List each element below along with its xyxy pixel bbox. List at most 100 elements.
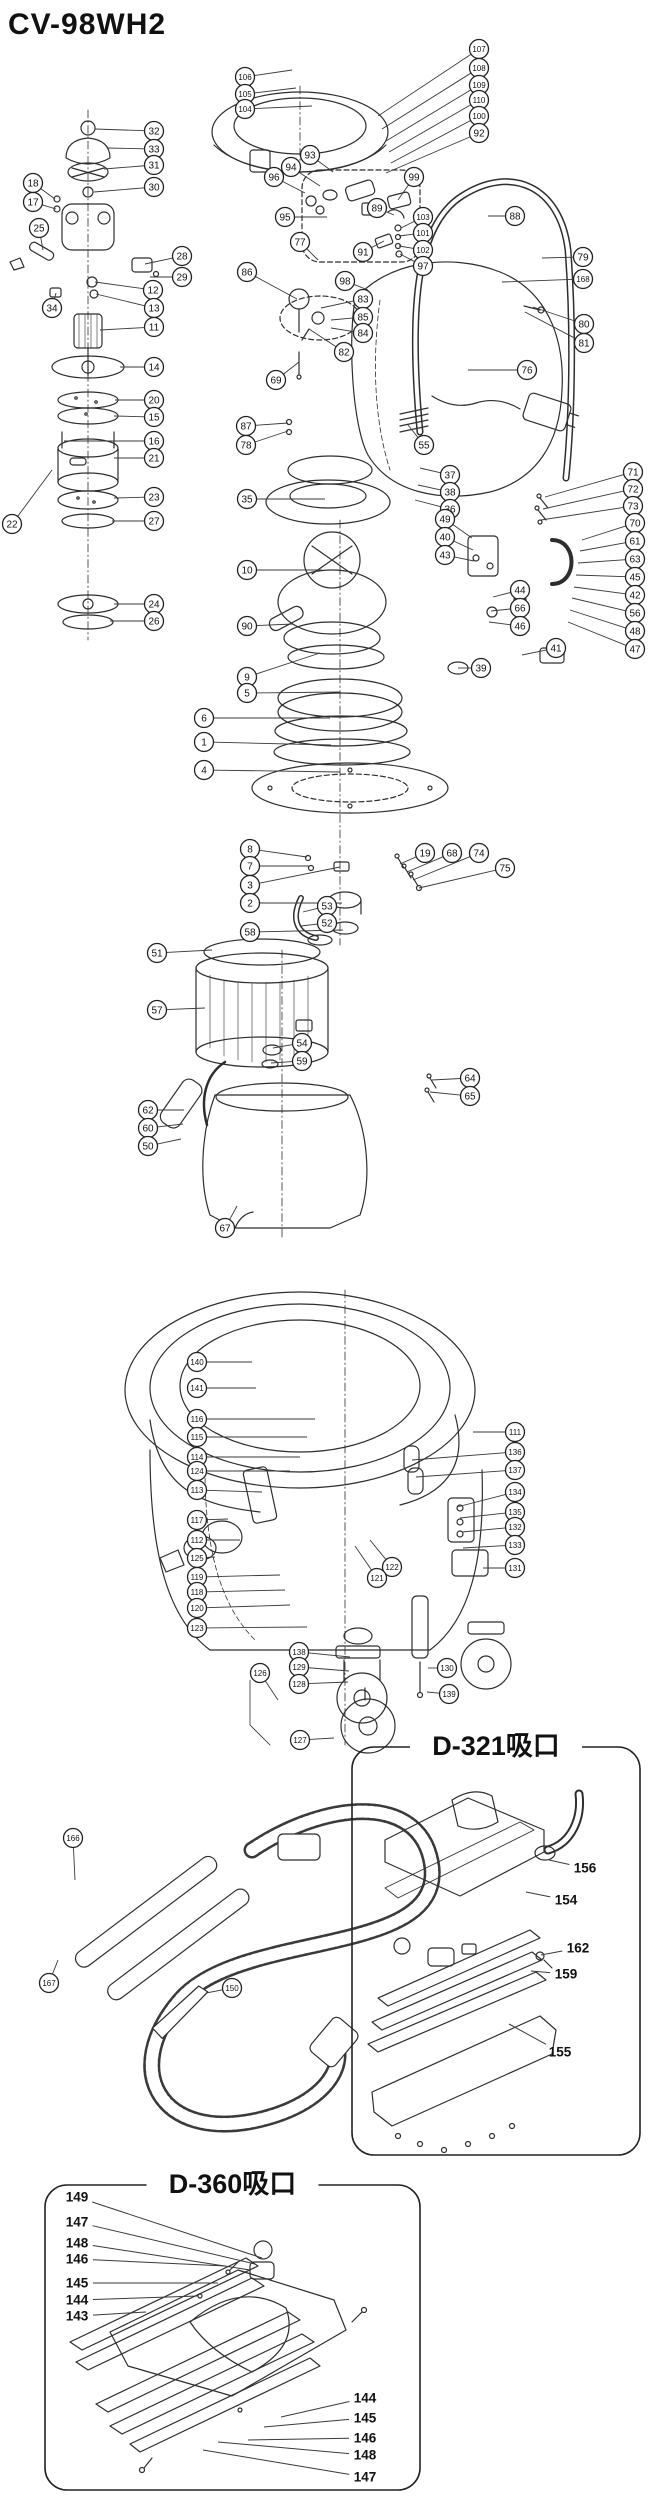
callout-number: 167 [42, 1979, 56, 1988]
callout-number: 35 [241, 495, 253, 506]
callout-52: 52 [300, 912, 338, 934]
part-label-146: 146 [66, 2252, 227, 2267]
callout-77: 77 [289, 231, 319, 261]
callout-94: 94 [280, 156, 321, 187]
callout-139: 139 [426, 1683, 460, 1705]
callout-88: 88 [488, 205, 526, 227]
callout-84: 84 [330, 322, 374, 344]
callout-number: 99 [408, 173, 420, 184]
part-label-159: 159 [530, 1967, 577, 1982]
callout-61: 61 [579, 530, 646, 552]
callout-118: 118 [186, 1581, 286, 1603]
callout-166: 166 [62, 1827, 84, 1881]
callout-number: 126 [253, 1669, 267, 1678]
callout-39: 39 [458, 657, 492, 679]
callout-number: 60 [142, 1124, 154, 1135]
callout-117: 117 [186, 1509, 229, 1531]
callout-number: 92 [473, 129, 485, 140]
callout-number: 59 [296, 1057, 308, 1068]
callout-number: 51 [151, 949, 163, 960]
callout-number: 45 [629, 573, 641, 584]
d321-nozzle-art [367, 1789, 585, 2154]
callout-64: 64 [431, 1067, 481, 1089]
callout-83: 83 [320, 288, 374, 310]
callout-10: 10 [236, 559, 322, 581]
callout-85: 85 [330, 306, 374, 328]
callout-number: 36 [444, 505, 456, 516]
callout-number: 40 [439, 533, 451, 544]
callout-number: 71 [627, 468, 639, 479]
callout-27: 27 [112, 510, 165, 532]
callout-1: 1 [193, 731, 332, 753]
callout-14: 14 [120, 356, 165, 378]
callout-92: 92 [385, 122, 490, 174]
callout-number: 1 [201, 738, 207, 749]
callout-number: 3 [247, 881, 253, 892]
callout-11: 11 [99, 316, 165, 338]
callout-number: 14 [148, 363, 160, 374]
callout-120: 120 [186, 1597, 291, 1619]
part-number: 146 [354, 2431, 377, 2446]
callout-number: 135 [508, 1508, 522, 1517]
callout-number: 85 [357, 313, 369, 324]
callout-number: 96 [268, 173, 280, 184]
part-number: 144 [354, 2391, 377, 2406]
part-number: 154 [555, 1893, 578, 1908]
callout-number: 95 [279, 213, 291, 224]
callout-137: 137 [415, 1459, 526, 1481]
callout-number: 27 [148, 517, 160, 528]
callout-number: 9 [244, 673, 250, 684]
part-number: 155 [549, 2045, 572, 2060]
callout-95: 95 [274, 206, 327, 228]
callout-number: 119 [191, 1573, 204, 1582]
callout-number: 103 [416, 213, 430, 222]
callout-number: 21 [148, 454, 160, 465]
callout-number: 62 [142, 1106, 154, 1117]
callout-number: 5 [244, 689, 250, 700]
callout-number: 64 [464, 1074, 476, 1085]
callout-number: 68 [446, 849, 458, 860]
part-label-156: 156 [548, 1859, 597, 1876]
tank-assembly-art [124, 1289, 512, 1754]
callout-50: 50 [137, 1135, 182, 1157]
callout-number: 139 [442, 1690, 456, 1699]
callout-45: 45 [575, 566, 646, 588]
callout-87: 87 [235, 415, 289, 437]
callout-number: 89 [371, 204, 383, 215]
callout-number: 17 [27, 198, 39, 209]
callout-number: 115 [191, 1433, 204, 1442]
callout-number: 108 [472, 64, 486, 73]
callout-number: 34 [46, 304, 58, 315]
callout-number: 97 [417, 262, 429, 273]
callout-96: 96 [263, 166, 306, 194]
callout-number: 39 [475, 664, 487, 675]
callout-13: 13 [95, 293, 165, 319]
callout-59: 59 [270, 1050, 313, 1072]
callout-123: 123 [186, 1617, 308, 1639]
callout-16: 16 [64, 430, 165, 452]
callout-number: 122 [385, 1563, 399, 1572]
callout-layer: 1061051041071081091101009288791688081939… [1, 38, 646, 2485]
callout-number: 18 [27, 179, 39, 190]
callout-number: 93 [304, 151, 316, 162]
callout-number: 30 [148, 183, 160, 194]
callout-number: 109 [472, 81, 486, 90]
callout-number: 37 [444, 471, 456, 482]
part-label-149: 149 [66, 2190, 263, 2259]
callout-112: 112 [186, 1529, 240, 1551]
callout-number: 49 [439, 515, 451, 526]
part-label-144: 144 [66, 2293, 199, 2308]
callout-102: 102 [398, 239, 434, 261]
callout-31: 31 [103, 154, 165, 176]
callout-number: 4 [201, 766, 207, 777]
callout-25: 25 [28, 217, 50, 251]
hose-wand-art [74, 1803, 441, 2133]
callout-number: 166 [66, 1834, 80, 1843]
callout-12: 12 [94, 279, 164, 301]
callout-54: 54 [272, 1032, 313, 1054]
callout-number: 86 [241, 268, 253, 279]
callout-number: 104 [238, 105, 252, 114]
callout-number: 23 [148, 493, 160, 504]
callout-number: 24 [148, 600, 160, 611]
callout-42: 42 [573, 584, 646, 606]
